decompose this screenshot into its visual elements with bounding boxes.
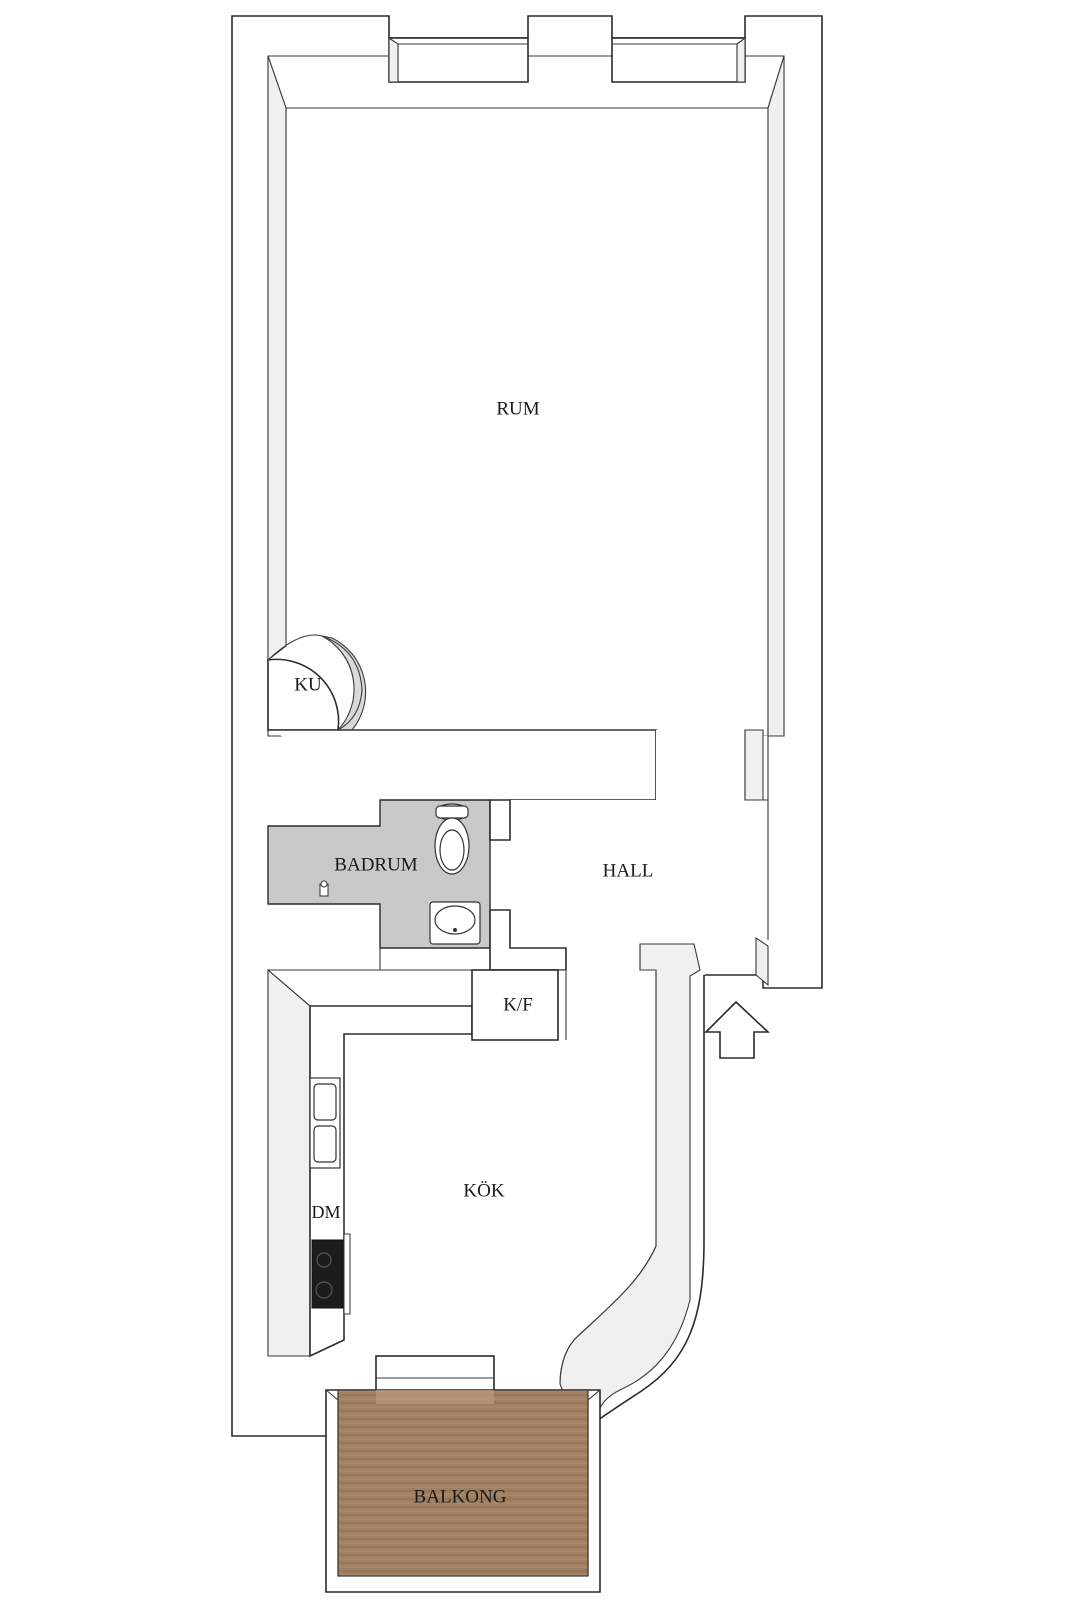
balcony-door (375, 1355, 495, 1393)
label-kok: KÖK (463, 1180, 504, 1201)
kitchen-sink-icon (309, 1077, 341, 1169)
room-ku: KU (267, 634, 367, 731)
entrance-arrow-icon (704, 1000, 771, 1059)
window-left (388, 36, 529, 83)
stove-icon (311, 1233, 351, 1315)
label-rum: RUM (496, 398, 539, 419)
shower-tap-icon (319, 880, 329, 897)
label-badrum: BADRUM (334, 854, 418, 875)
unit-kf: K/F (471, 969, 559, 1041)
rum-floor (268, 56, 784, 730)
ku-door-swing-shadow (321, 635, 367, 731)
label-dm: DM (311, 1202, 340, 1222)
label-balkong: BALKONG (414, 1486, 507, 1507)
room-badrum: BADRUM (267, 799, 567, 971)
room-hall: HALL (510, 729, 769, 987)
room-balkong: BALKONG (325, 1389, 601, 1593)
balcony-deck (337, 1389, 589, 1577)
ku-outline (267, 658, 340, 731)
label-hall: HALL (603, 860, 654, 881)
room-rum: RUM (267, 36, 785, 737)
label-ku: KU (294, 674, 322, 695)
washbasin-icon (429, 901, 481, 945)
label-kf: K/F (503, 994, 533, 1015)
room-kok: K/F DM KÖK (267, 943, 701, 1437)
window-right (611, 36, 746, 83)
toilet-icon (434, 803, 470, 875)
